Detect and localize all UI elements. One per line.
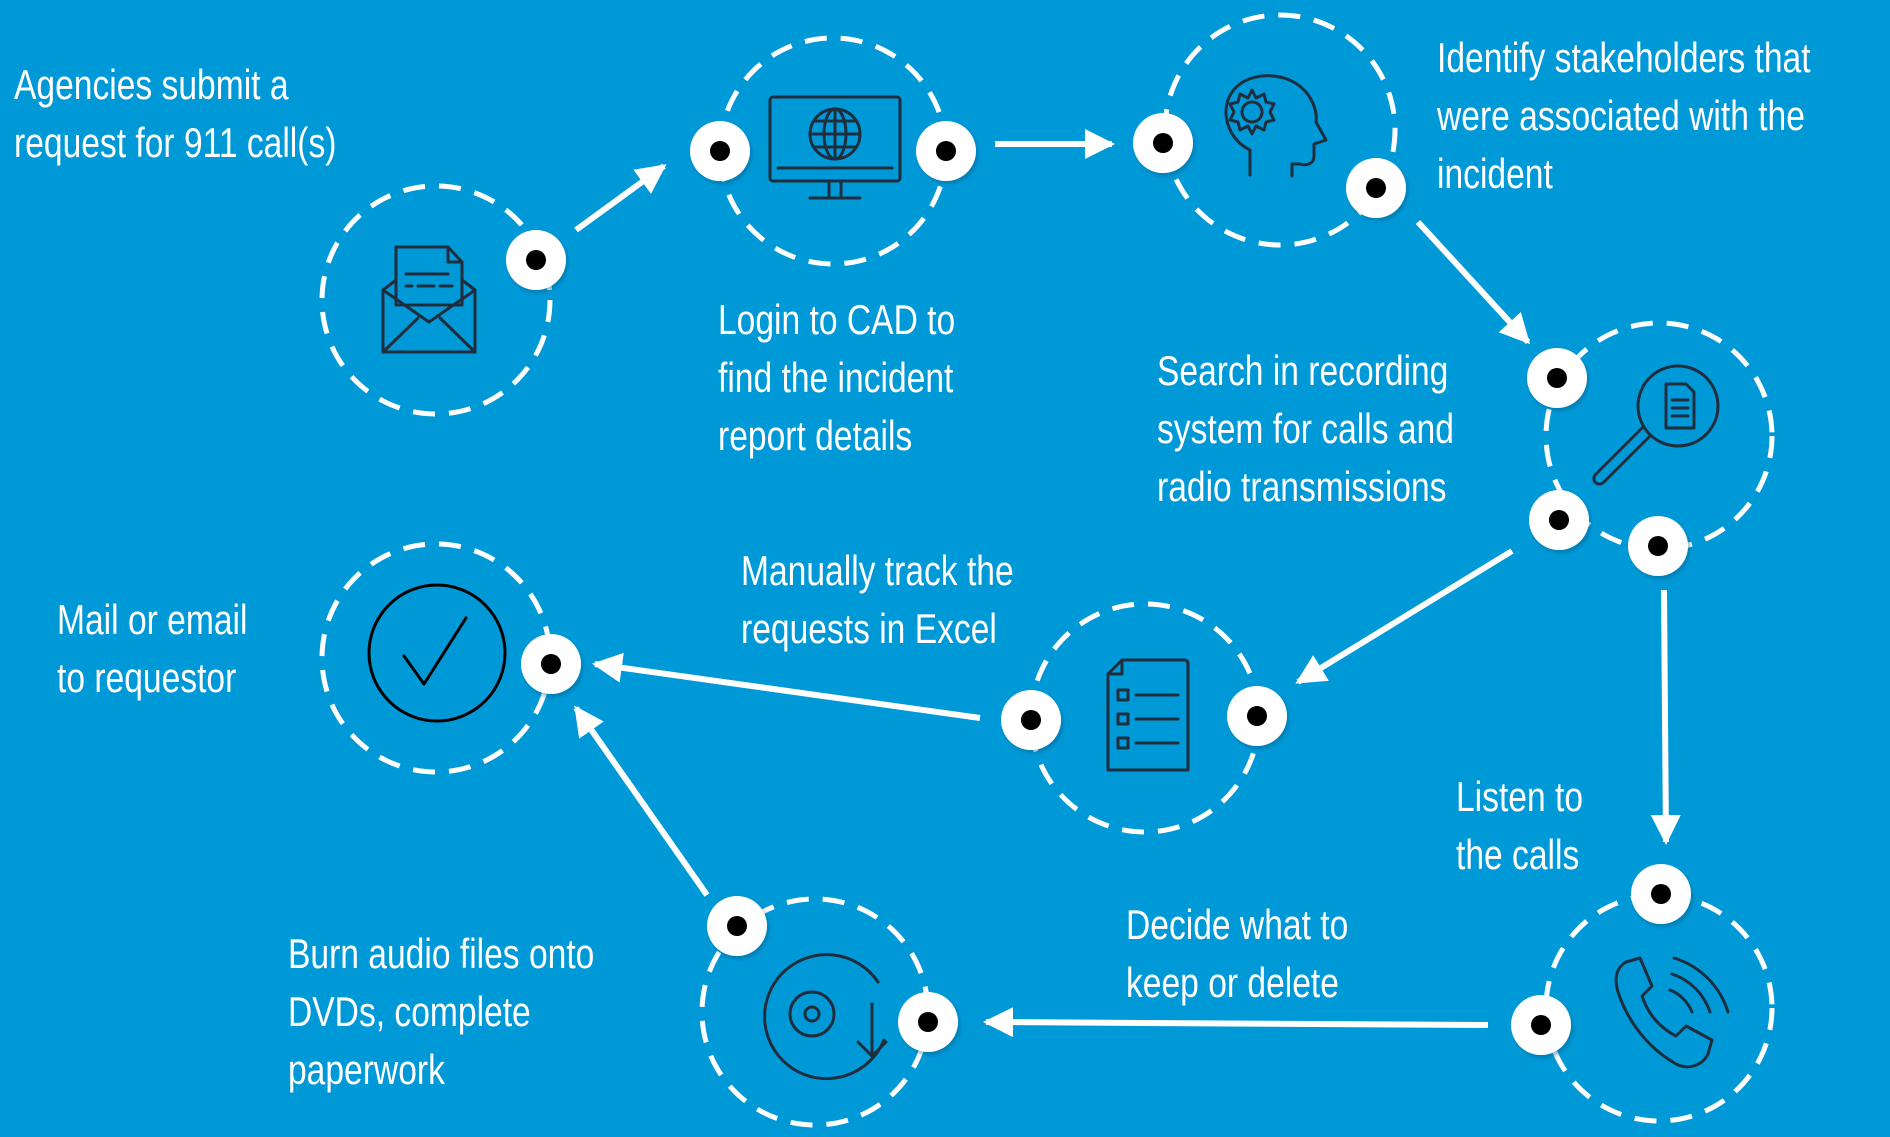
step-circle-listen (1543, 892, 1775, 1124)
connector-dot (506, 230, 566, 290)
step-label-track: Manually track the requests in Excel (741, 547, 1014, 652)
step-circle-mail (319, 541, 553, 775)
connector-dot (898, 992, 958, 1052)
step-label-decide: Decide what to keep or delete (1126, 901, 1349, 1006)
step-circle-cad (717, 35, 949, 267)
arrow-search-to-listen (1650, 589, 1681, 845)
arrow-submit-to-cad (574, 163, 667, 233)
connector-dot (1511, 995, 1571, 1055)
phone-icon (1614, 956, 1730, 1069)
checkmark-circle-icon (367, 583, 507, 723)
step-label-cad: Login to CAD to find the incident report… (718, 296, 956, 459)
envelope-letter-icon (381, 245, 477, 354)
arrow-burn-to-mail (573, 705, 710, 897)
magnifier-document-icon (1592, 364, 1720, 486)
connector-dot (1631, 864, 1691, 924)
step-label-stakeholders: Identify stakeholders that were associat… (1437, 34, 1811, 197)
step-label-search: Search in recording system for calls and… (1157, 347, 1454, 510)
connector-dot (1227, 686, 1287, 746)
checklist-document-icon (1106, 658, 1190, 772)
connector-dot (1527, 348, 1587, 408)
disc-download-icon (763, 953, 888, 1081)
connector-dot (1001, 690, 1061, 750)
connector-dot (521, 634, 581, 694)
arrow-listen-to-decide (983, 1007, 1489, 1038)
connector-dot (707, 896, 767, 956)
step-label-submit: Agencies submit a request for 911 call(s… (14, 61, 337, 166)
connector-dot (690, 121, 750, 181)
step-label-listen: Listen to the calls (1456, 773, 1584, 878)
connector-dot (1628, 516, 1688, 576)
connector-dot (1346, 158, 1406, 218)
monitor-globe-icon (768, 95, 902, 200)
step-circle-search (1543, 320, 1775, 552)
arrow-track-to-mail (592, 652, 981, 721)
connector-dot (1529, 490, 1589, 550)
arrow-stakeholders-to-search (1415, 219, 1531, 345)
head-gear-icon (1224, 74, 1328, 178)
step-label-mail: Mail or email to requestor (57, 596, 248, 701)
step-label-burn: Burn audio files onto DVDs, complete pap… (288, 930, 595, 1093)
connector-dot (1133, 113, 1193, 173)
step-circle-submit (319, 183, 553, 417)
arrow-search-to-track (1295, 548, 1514, 685)
connector-dot (916, 121, 976, 181)
